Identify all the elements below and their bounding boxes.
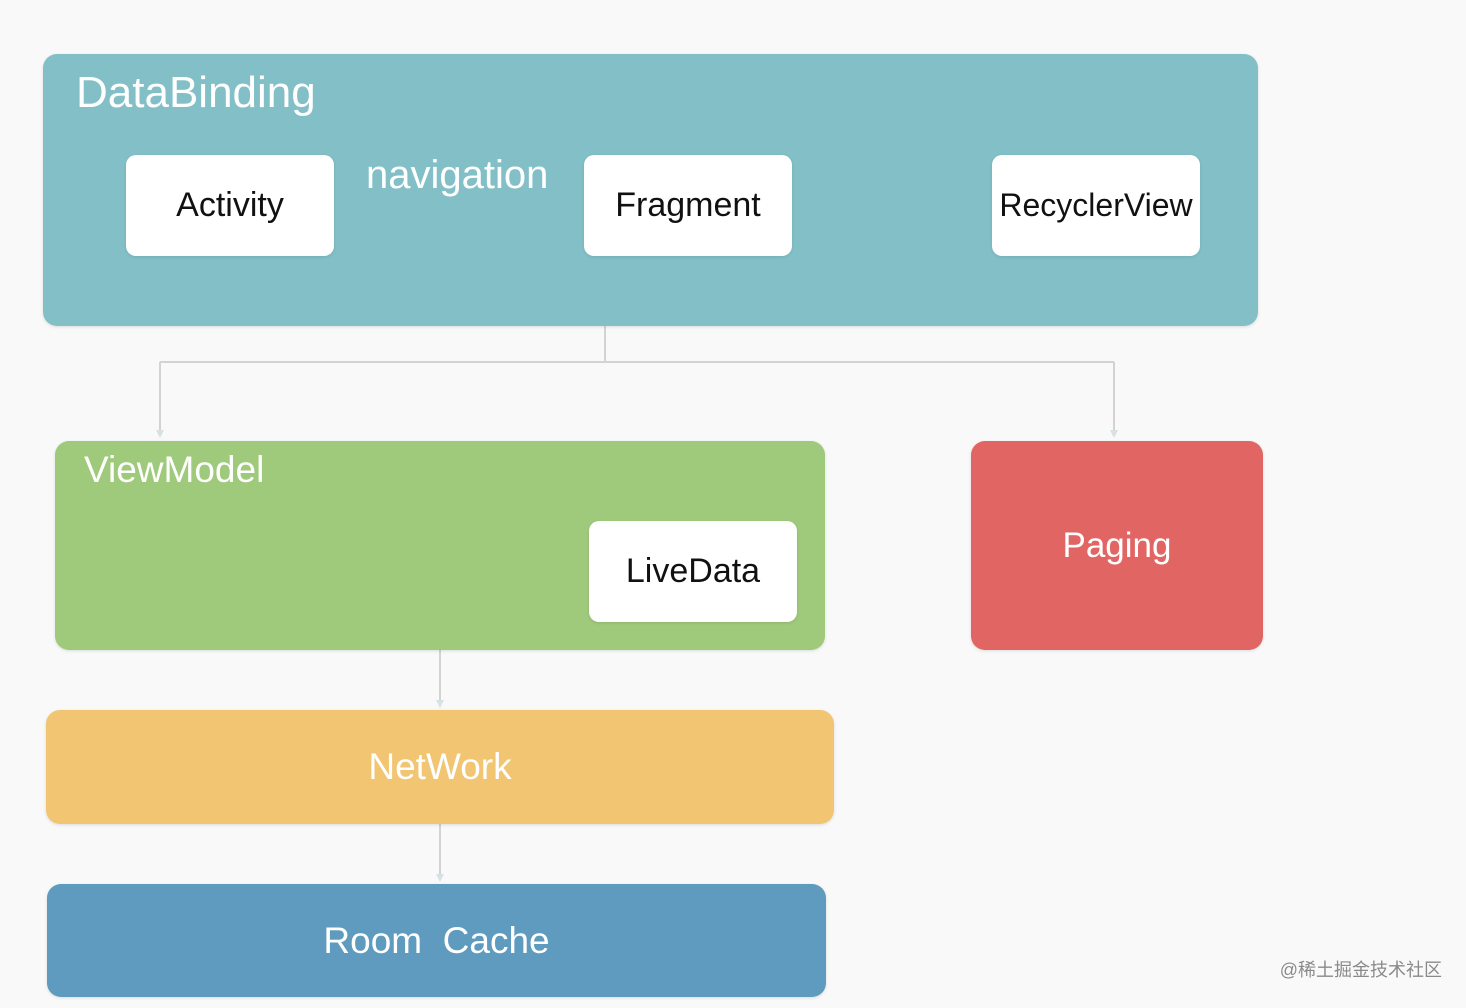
paging-label: Paging: [1062, 525, 1172, 565]
room-cache-label: Room Cache: [323, 919, 550, 961]
paging-block: Paging: [971, 441, 1263, 650]
viewmodel-title: ViewModel: [84, 449, 265, 490]
fragment-card: Fragment: [584, 155, 792, 256]
navigation-label: navigation: [366, 153, 549, 197]
databinding-title: DataBinding: [76, 68, 316, 117]
network-block: NetWork: [46, 710, 834, 824]
watermark: @稀土掘金技术社区: [1279, 960, 1442, 980]
recyclerview-card: RecyclerView: [992, 155, 1200, 256]
network-label: NetWork: [368, 746, 512, 787]
room-cache-block: Room Cache: [47, 884, 826, 997]
livedata-card: LiveData: [589, 521, 797, 622]
activity-card: Activity: [126, 155, 334, 256]
